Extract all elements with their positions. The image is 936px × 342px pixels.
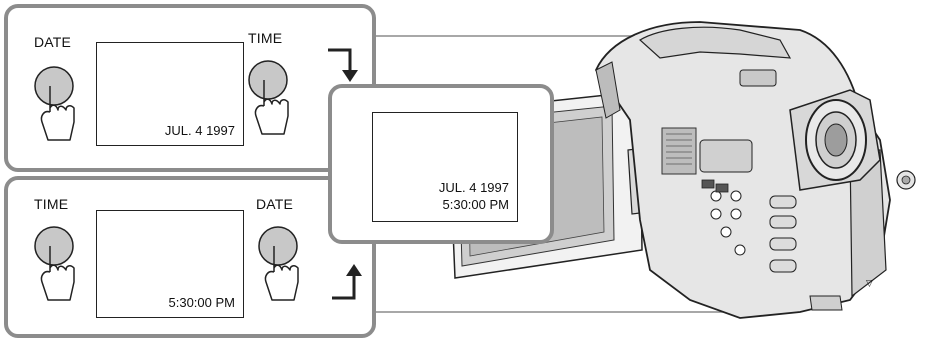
time-button-hand-icon [34,224,78,276]
result-time: 5:30:00 PM [439,196,509,213]
bottom-panel: TIME DATE 5:30:00 PM [4,176,376,338]
top-screen-date: JUL. 4 1997 [165,122,235,139]
result-screen: JUL. 4 1997 5:30:00 PM [372,112,518,222]
top-left-button-label: DATE [34,34,71,50]
arrow-down-icon [326,44,366,88]
result-date: JUL. 4 1997 [439,179,509,196]
svg-text:▽: ▽ [866,279,873,289]
top-screen: JUL. 4 1997 [96,42,244,146]
result-panel: JUL. 4 1997 5:30:00 PM [328,84,554,244]
bottom-screen: 5:30:00 PM [96,210,244,318]
time-button-hand-icon [248,58,292,110]
date-button-hand-icon [258,224,302,276]
bottom-left-button-label: TIME [34,196,68,212]
top-right-button-label: TIME [248,30,282,46]
bottom-right-button-label: DATE [256,196,293,212]
top-panel: DATE TIME JUL. 4 1997 [4,4,376,172]
arrow-up-icon [330,260,370,304]
date-button-hand-icon [34,64,78,116]
bottom-screen-time: 5:30:00 PM [169,294,236,311]
